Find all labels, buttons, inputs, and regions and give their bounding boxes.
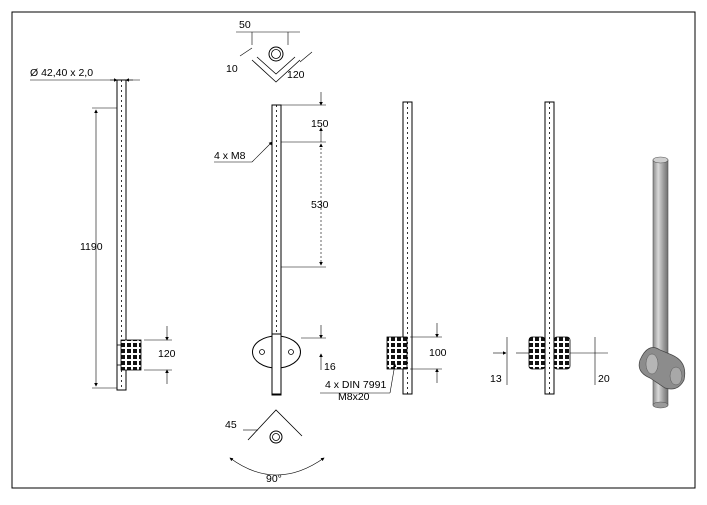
bottom-gap-label: 16 <box>324 361 336 373</box>
corner-angle-arc <box>229 457 325 476</box>
corner-profile <box>251 59 301 83</box>
view-top-plan: 50 10 120 <box>226 19 313 83</box>
sheet-border <box>11 11 696 489</box>
side-right-label: 20 <box>598 373 610 385</box>
view-left-elevation: Ø 42,40 x 2,0 1190 120 <box>30 67 176 391</box>
top-width-label: 50 <box>239 19 251 31</box>
screws-callout-line1: 4 x DIN 7991 <box>325 379 386 391</box>
pipe-spec-label: Ø 42,40 x 2,0 <box>30 67 93 79</box>
view-corner-angle: 45 90° <box>225 409 325 485</box>
top-offset-label: 10 <box>226 63 238 75</box>
bracket-right-wing <box>553 336 571 370</box>
side-left-label: 13 <box>490 373 502 385</box>
corner-angle-label: 90° <box>266 473 282 485</box>
view-side-elevation: 100 4 x DIN 7991 M8x20 <box>320 101 447 403</box>
corner-offset-label: 45 <box>225 419 237 431</box>
bracket-height-label-mid: 100 <box>429 347 447 359</box>
bolts-leader <box>251 141 273 163</box>
screws-callout-line2: M8x20 <box>338 391 370 403</box>
view-rear-elevation: 13 20 <box>490 101 610 395</box>
bracket-left-wing <box>528 336 546 370</box>
bolts-callout: 4 x M8 <box>214 150 246 162</box>
total-height-label: 1190 <box>80 241 103 253</box>
post-section-circle <box>268 46 284 62</box>
bracket-height-label-left: 120 <box>158 348 176 360</box>
top-to-hole-label: 150 <box>311 118 329 130</box>
isometric-render <box>638 156 686 409</box>
top-depth-label: 120 <box>287 69 305 81</box>
bracket-side-view <box>120 339 142 371</box>
view-front-elevation: 150 530 4 x M8 16 <box>214 92 336 396</box>
corner-post-section <box>269 430 283 444</box>
bracket-side-view-2 <box>386 336 408 370</box>
hole-spacing-label: 530 <box>311 199 329 211</box>
screws-leader <box>389 363 397 394</box>
